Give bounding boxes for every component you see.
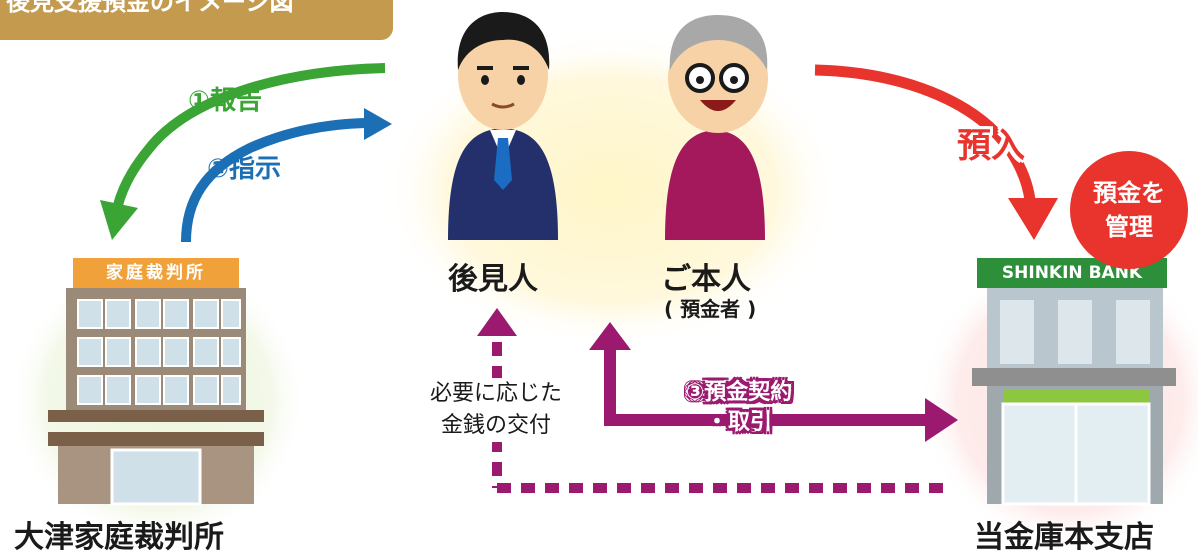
principal-label: ご本人 — [661, 262, 751, 297]
instruct-arrow — [181, 108, 392, 243]
court-sign: 家庭裁判所 — [73, 258, 239, 288]
court-name: 大津家庭裁判所 — [14, 520, 224, 555]
manage-badge-line1: 預金を — [1093, 179, 1165, 207]
principal-figure — [665, 15, 768, 240]
diagram-title: 後見支援預金のイメージ図 — [6, 0, 294, 16]
branch-name: 当金庫本支店 — [974, 520, 1154, 555]
guardian-figure — [448, 12, 558, 240]
money-label-line1: 必要に応じた — [429, 381, 562, 406]
contract-arrow — [589, 322, 958, 442]
step-instruct-label: ②指示 — [207, 154, 282, 184]
title-tab: 後見支援預金のイメージ図 — [0, 0, 393, 40]
manage-deposit-badge: 預金を 管理 — [1070, 151, 1188, 269]
people-glow — [380, 30, 844, 350]
deposit-in-label: 預入 — [957, 126, 1025, 166]
report-arrow — [100, 63, 386, 240]
court-building — [48, 288, 264, 506]
bank-building — [972, 288, 1176, 506]
guardian-label: 後見人 — [448, 262, 538, 297]
deposit-arrow — [814, 64, 1058, 240]
money-label-line2: 金銭の交付 — [440, 413, 551, 438]
contract-label-line1: ③預金契約 — [685, 380, 793, 405]
contract-label-line2: ・取引 — [705, 410, 772, 435]
money-delivery-label: 必要に応じた 金銭の交付 — [404, 378, 588, 442]
manage-badge-line2: 管理 — [1105, 213, 1153, 241]
principal-sublabel: ( 預金者 ) — [664, 297, 757, 321]
contract-label: ③預金契約 ・取引 — [669, 378, 809, 438]
step-report-label: ①報告 — [188, 86, 263, 116]
